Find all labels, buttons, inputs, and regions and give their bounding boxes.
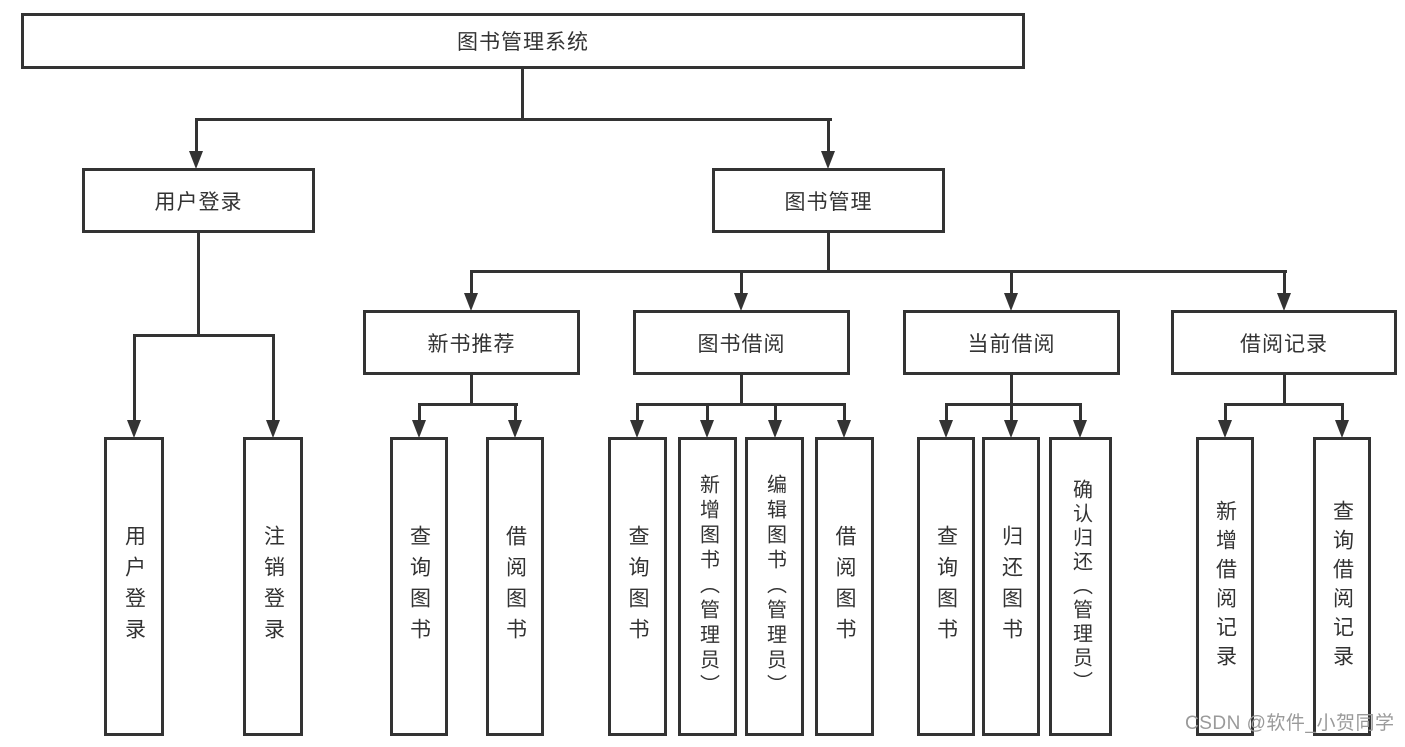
node-book-management-label: 图书管理 [784, 190, 873, 214]
node-new-book-recommend: 新书推荐 [363, 310, 580, 375]
connector-vline [470, 270, 473, 296]
leaf-records-query-record-label: 查询借阅记录 [1330, 499, 1354, 674]
leaf-user-login: 用户登录 [104, 437, 164, 736]
connector-vline [945, 403, 948, 423]
node-borrow-records: 借阅记录 [1171, 310, 1397, 375]
connector-vline [470, 373, 473, 406]
leaf-borrow-borrow-books-label: 借阅图书 [833, 524, 857, 649]
connector-hline [1224, 403, 1344, 406]
connector-vline [1079, 403, 1082, 423]
leaf-borrow-borrow-books: 借阅图书 [815, 437, 874, 736]
connector-vline [706, 403, 709, 423]
arrowhead-down-icon [768, 420, 782, 438]
leaf-recommend-query-books: 查询图书 [390, 437, 448, 736]
arrowhead-down-icon [734, 293, 748, 311]
leaf-borrow-edit-books-admin: 编辑图书（管理员） [745, 437, 804, 736]
connector-hline [945, 403, 1082, 406]
arrowhead-down-icon [127, 420, 141, 438]
connector-vline [843, 403, 846, 423]
leaf-borrow-add-books-admin: 新增图书（管理员） [678, 437, 737, 736]
arrowhead-down-icon [464, 293, 478, 311]
connector-vline [1283, 270, 1286, 296]
connector-hline [133, 334, 275, 337]
arrowhead-down-icon [1004, 293, 1018, 311]
connector-hline [195, 118, 832, 121]
leaf-records-query-record: 查询借阅记录 [1313, 437, 1371, 736]
arrowhead-down-icon [1004, 420, 1018, 438]
leaf-borrow-query-books: 查询图书 [608, 437, 667, 736]
connector-hline [418, 403, 518, 406]
connector-vline [740, 270, 743, 296]
arrowhead-down-icon [1335, 420, 1349, 438]
leaf-borrow-query-books-label: 查询图书 [626, 524, 650, 649]
connector-vline [636, 403, 639, 423]
node-borrow-records-label: 借阅记录 [1240, 332, 1328, 356]
arrowhead-down-icon [700, 420, 714, 438]
leaf-user-login-label: 用户登录 [122, 524, 146, 649]
leaf-logout: 注销登录 [243, 437, 303, 736]
arrowhead-down-icon [837, 420, 851, 438]
leaf-logout-label: 注销登录 [261, 524, 285, 649]
arrowhead-down-icon [1277, 293, 1291, 311]
node-root-label: 图书管理系统 [457, 31, 589, 54]
node-user-login: 用户登录 [82, 168, 315, 233]
arrowhead-down-icon [412, 420, 426, 438]
leaf-records-add-record: 新增借阅记录 [1196, 437, 1254, 736]
leaf-current-return-books-label: 归还图书 [999, 524, 1023, 649]
connector-vline [740, 373, 743, 406]
arrowhead-down-icon [1218, 420, 1232, 438]
connector-vline [514, 403, 517, 423]
node-current-borrow: 当前借阅 [903, 310, 1120, 375]
leaf-borrow-edit-books-admin-label: 编辑图书（管理员） [763, 474, 786, 699]
connector-vline [1010, 403, 1013, 423]
connector-vline [418, 403, 421, 423]
node-book-management: 图书管理 [712, 168, 945, 233]
connector-vline [521, 68, 524, 121]
connector-vline [1010, 270, 1013, 296]
connector-hline [636, 403, 846, 406]
connector-vline [195, 118, 198, 154]
leaf-recommend-borrow-books: 借阅图书 [486, 437, 544, 736]
connector-vline [1224, 403, 1227, 423]
node-root: 图书管理系统 [21, 13, 1025, 69]
node-user-login-label: 用户登录 [154, 190, 243, 214]
node-new-book-recommend-label: 新书推荐 [427, 332, 516, 356]
connector-vline [774, 403, 777, 423]
watermark: CSDN @软件_小贺同学 [1185, 713, 1395, 734]
connector-vline [827, 118, 830, 154]
connector-vline [1010, 373, 1013, 406]
leaf-current-confirm-return-admin-label: 确认归还（管理员） [1069, 478, 1092, 695]
node-book-borrow: 图书借阅 [633, 310, 850, 375]
node-book-borrow-label: 图书借阅 [697, 332, 786, 356]
leaf-current-confirm-return-admin: 确认归还（管理员） [1049, 437, 1112, 736]
leaf-records-add-record-label: 新增借阅记录 [1213, 499, 1237, 674]
arrowhead-down-icon [1073, 420, 1087, 438]
arrowhead-down-icon [939, 420, 953, 438]
connector-vline [1341, 403, 1344, 423]
node-current-borrow-label: 当前借阅 [967, 332, 1056, 356]
connector-vline [827, 231, 830, 273]
leaf-current-query-books-label: 查询图书 [934, 524, 958, 649]
connector-vline [1283, 373, 1286, 406]
arrowhead-down-icon [508, 420, 522, 438]
leaf-current-query-books: 查询图书 [917, 437, 975, 736]
arrowhead-down-icon [189, 151, 203, 169]
arrowhead-down-icon [266, 420, 280, 438]
leaf-recommend-borrow-books-label: 借阅图书 [503, 524, 527, 649]
connector-vline [197, 231, 200, 337]
leaf-recommend-query-books-label: 查询图书 [407, 524, 431, 649]
leaf-current-return-books: 归还图书 [982, 437, 1040, 736]
arrowhead-down-icon [630, 420, 644, 438]
connector-hline [470, 270, 1287, 273]
leaf-borrow-add-books-admin-label: 新增图书（管理员） [696, 474, 719, 699]
arrowhead-down-icon [821, 151, 835, 169]
connector-vline [272, 334, 275, 423]
connector-vline [133, 334, 136, 423]
